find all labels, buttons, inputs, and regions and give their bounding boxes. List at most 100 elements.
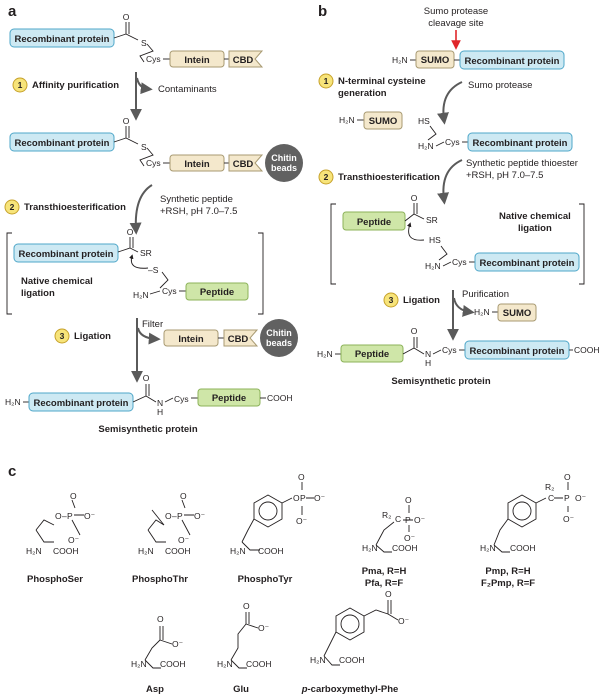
b-sumo-box-1	[415, 50, 455, 69]
svg-text:O: O	[157, 614, 164, 624]
a-reagent-line1: Synthetic peptide	[160, 194, 233, 205]
a-recombinant-protein-label-1: Recombinant protein	[14, 34, 109, 45]
a-step2-num: 2	[10, 202, 15, 212]
svg-text:O⁻: O⁻	[575, 493, 587, 503]
a-h2n-product: H₂N	[5, 397, 21, 407]
a-recombinant-protein-label-3: Recombinant protein	[18, 249, 113, 260]
svg-text:P: P	[67, 511, 73, 521]
svg-text:O⁻: O⁻	[414, 515, 426, 525]
b-sumo-label-1: SUMO	[421, 55, 450, 66]
b-step3-label: Ligation	[403, 295, 440, 306]
b-sumo-box-3	[497, 303, 537, 322]
b-sumo-label-2: SUMO	[369, 116, 398, 127]
svg-text:O: O	[385, 589, 392, 599]
pcmphe-structure: O O⁻ H₂N COOH p-carboxymethyl-Phe	[301, 589, 410, 695]
a-filter-arrow	[137, 327, 161, 345]
svg-text:COOH: COOH	[165, 546, 191, 556]
b-step3-badge	[383, 292, 399, 308]
svg-text:H₂N: H₂N	[131, 659, 147, 669]
b-recombinant-protein-box-3	[474, 252, 580, 272]
a-contaminants: Contaminants	[158, 84, 217, 95]
a-thioester-bond-1	[113, 22, 139, 41]
c-f2pmp: F₂Pmp, R=F	[481, 578, 535, 589]
svg-text:O: O	[293, 493, 300, 503]
a-recombinant-protein-label-2: Recombinant protein	[14, 138, 109, 149]
a-chitin-beads-1	[265, 144, 303, 182]
panel-b-letter: b	[318, 3, 327, 20]
b-bracket-left	[330, 203, 336, 285]
panel-c: c O – P O O⁻ O⁻ H₂N COOH PhosphoSer O – …	[8, 463, 587, 695]
a-oxygen-2: O	[123, 116, 130, 126]
b-step1-label1: N-terminal cysteine	[338, 76, 426, 87]
svg-text:R₂: R₂	[545, 482, 554, 492]
c-phosphothr: PhosphoThr	[132, 574, 188, 585]
b-cys-2: Cys	[452, 257, 467, 267]
b-oxygen-1: O	[411, 193, 418, 203]
b-bracket-right	[579, 203, 585, 285]
b-reagent-line2: +RSH, pH 7.0–7.5	[466, 170, 543, 181]
b-h2n-2: H₂N	[339, 115, 355, 125]
a-contaminant-arrow	[136, 77, 153, 95]
svg-text:O⁻: O⁻	[258, 623, 270, 633]
b-step1-badge	[318, 73, 334, 89]
a-recombinant-protein-box-3	[13, 243, 119, 263]
svg-text:O: O	[180, 491, 187, 501]
svg-text:H₂N: H₂N	[480, 543, 496, 553]
b-reagent-line1: Synthetic peptide thioester	[466, 158, 578, 169]
b-peptide-label-1: Peptide	[357, 217, 391, 228]
a-chitin-text-2a: Chitin	[266, 328, 292, 338]
a-cys-chain-1	[139, 43, 154, 63]
pma-pfa-structure: R₂ C P O O⁻ O⁻ H₂N COOH Pma, R=H Pfa, R=…	[362, 495, 426, 589]
b-recombinant-protein-label-1: Recombinant protein	[464, 56, 559, 67]
b-arrow-1	[437, 81, 463, 125]
a-peptide-label-2: Peptide	[212, 393, 246, 404]
a-step3-label: Ligation	[74, 331, 111, 342]
svg-text:O⁻: O⁻	[404, 533, 416, 543]
a-peptide-box-2	[197, 388, 261, 407]
phosphothr-structure: O – P O O⁻ O⁻ H₂N COOH PhosphoThr	[132, 491, 206, 585]
svg-text:P: P	[405, 515, 411, 525]
svg-text:H₂N: H₂N	[138, 546, 154, 556]
a-cbd-label-1: CBD	[233, 55, 254, 66]
svg-text:O: O	[243, 601, 250, 611]
a-reagent-line2: +RSH, pH 7.0–7.5	[160, 206, 237, 217]
asp-structure: O O⁻ H₂N COOH Asp	[131, 614, 186, 695]
c-pcmphe: p-carboxymethyl-Phe	[301, 684, 399, 695]
a-intein-label-2: Intein	[184, 159, 210, 170]
a-filter: Filter	[142, 319, 163, 330]
svg-text:–: –	[172, 511, 177, 521]
svg-text:COOH: COOH	[246, 659, 272, 669]
a-sulfur-1: S	[141, 38, 147, 48]
svg-text:COOH: COOH	[53, 546, 79, 556]
svg-text:R₂: R₂	[382, 510, 391, 520]
b-h2n-4: H₂N	[425, 261, 441, 271]
svg-text:O: O	[165, 511, 172, 521]
a-cys-2: Cys	[146, 158, 161, 168]
a-nitrogen: N	[157, 398, 163, 408]
a-step3-num: 3	[60, 331, 65, 341]
a-cys-4: Cys	[174, 394, 189, 404]
a-row2-construct: Recombinant protein O S Cys Intein CBD C…	[9, 116, 303, 182]
b-purification-arrow	[453, 297, 475, 317]
a-arrow-2	[129, 184, 153, 235]
a-sr: SR	[140, 248, 152, 258]
svg-text:–: –	[62, 511, 67, 521]
b-recombinant-protein-box-2	[467, 132, 573, 152]
a-peptide-box-1	[185, 282, 249, 301]
a-cys-1: Cys	[146, 54, 161, 64]
a-chitin-text-1b: beads	[271, 163, 297, 173]
svg-text:O⁻: O⁻	[84, 511, 96, 521]
b-hydrogen: H	[425, 358, 431, 368]
svg-text:C: C	[548, 493, 554, 503]
b-nitrogen: N	[425, 349, 431, 359]
c-pma: Pma, R=H	[362, 566, 407, 577]
panel-a-letter: a	[8, 3, 17, 20]
svg-text:H₂N: H₂N	[230, 546, 246, 556]
b-h2n-3: H₂N	[418, 141, 434, 151]
a-step3-badge	[54, 328, 70, 344]
svg-text:COOH: COOH	[392, 543, 418, 553]
b-step2-num: 2	[324, 172, 329, 182]
a-bracket-left	[6, 232, 12, 315]
a-peptide-label-1: Peptide	[200, 287, 234, 298]
svg-text:O: O	[405, 495, 412, 505]
